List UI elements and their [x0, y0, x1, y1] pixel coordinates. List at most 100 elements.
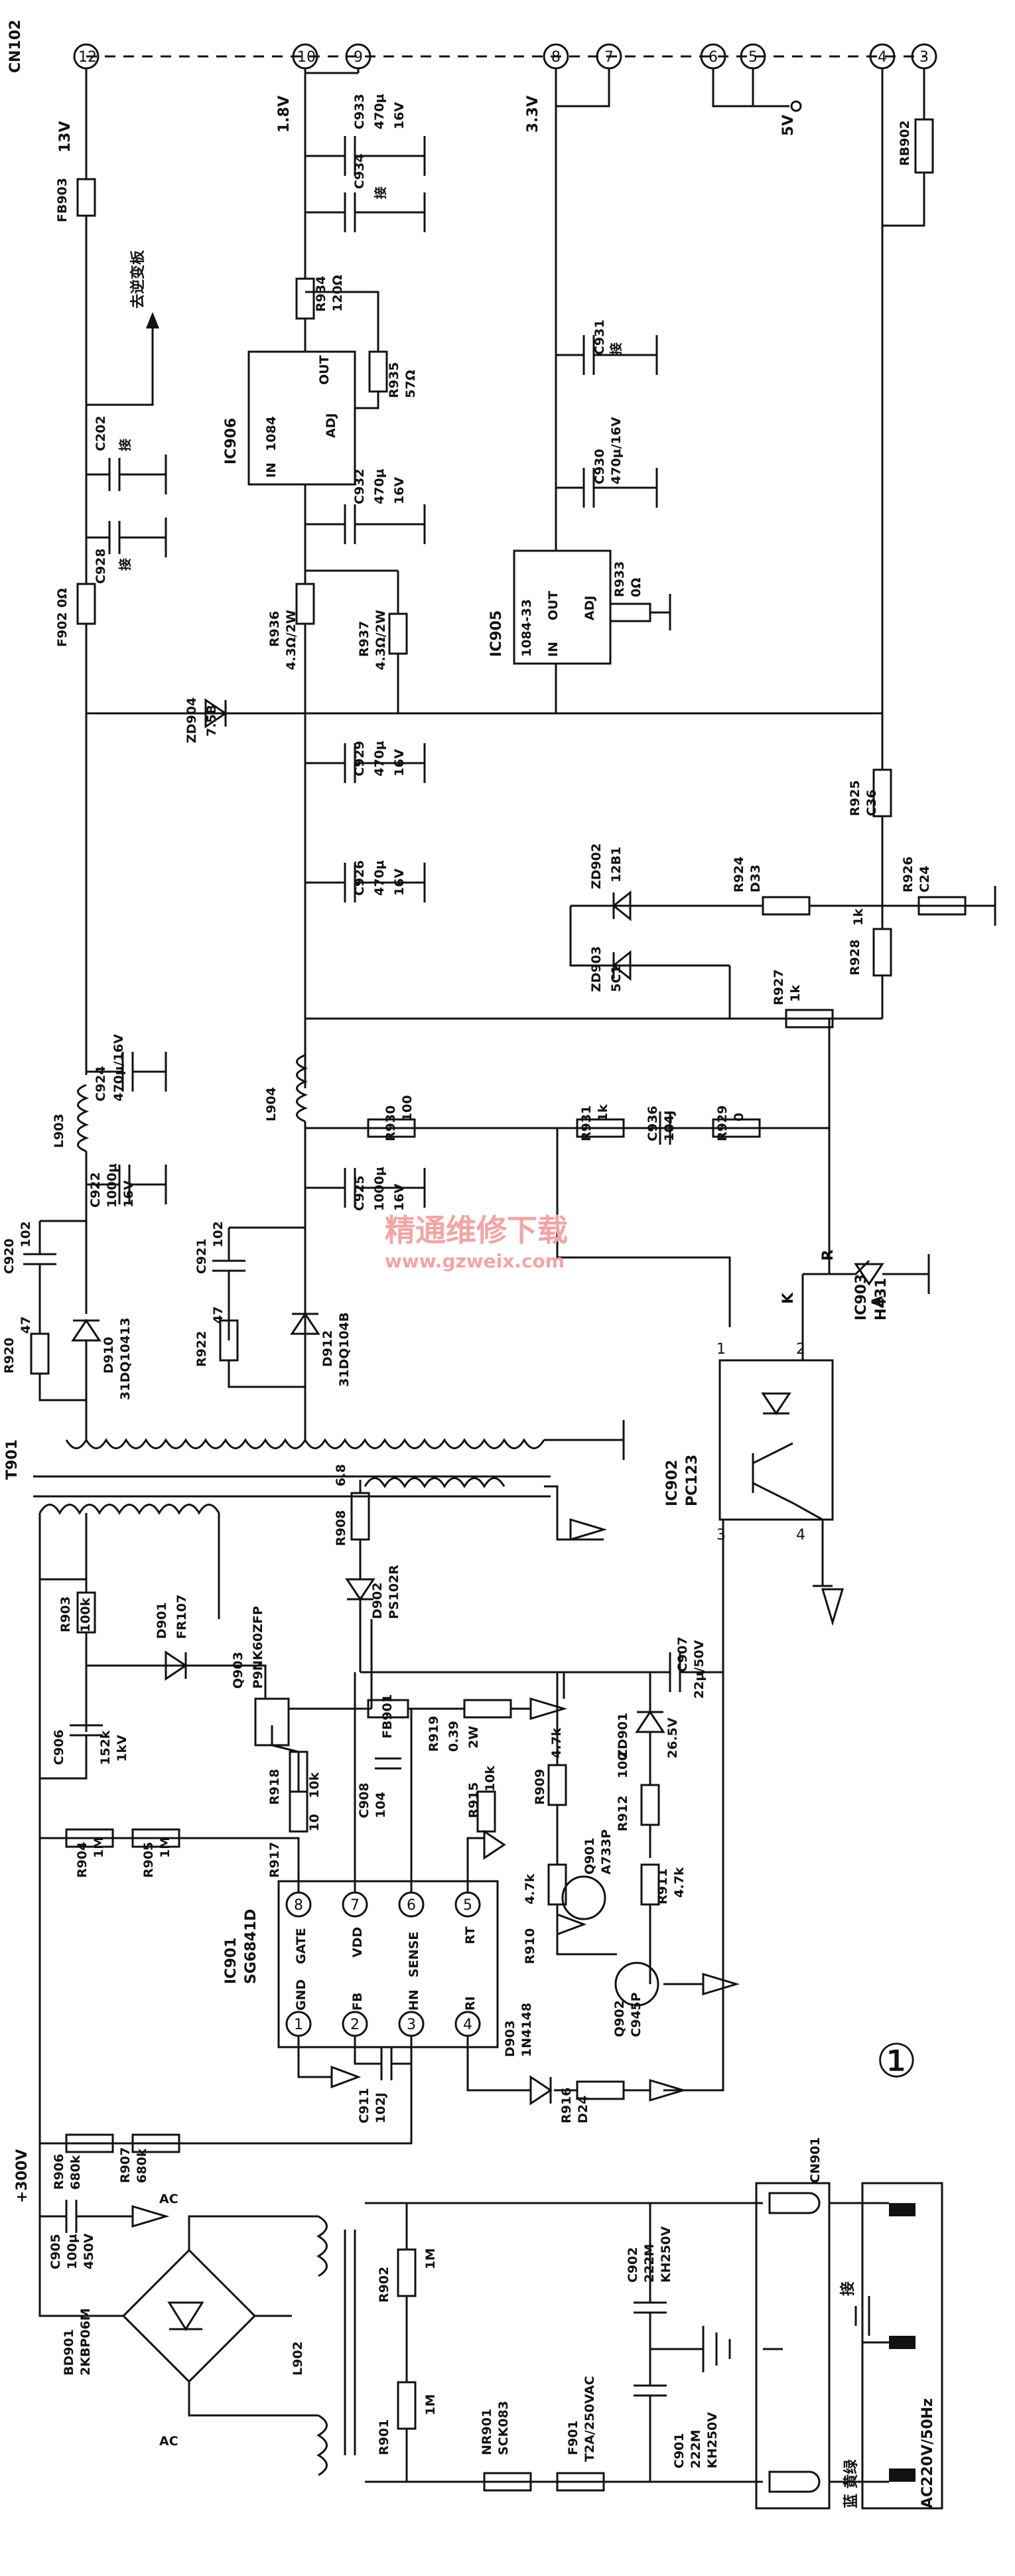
r918-value: 10k	[307, 1772, 322, 1798]
rail-13v: 13V	[57, 121, 74, 153]
c905-label: C905	[48, 2234, 63, 2269]
ic903-part: H431	[873, 1278, 890, 1321]
d902-label: D902	[370, 1583, 385, 1619]
c905-value: 100μ	[65, 2234, 80, 2269]
c922-value: 1000μ	[105, 1163, 119, 1208]
fb903-bead	[76, 178, 96, 217]
c202-label: C202	[94, 415, 108, 451]
r919-value: 0.39	[446, 1721, 461, 1752]
r935-resistor	[368, 350, 388, 393]
cn102-pin-9: 9	[354, 49, 363, 66]
c920-value: 102	[19, 1221, 33, 1248]
r910-label: R910	[523, 1928, 537, 1964]
c907-value: 22μ/50V	[692, 1640, 707, 1699]
c902-voltage: KH250V	[659, 2226, 673, 2283]
ic902-part: PC123	[684, 1455, 701, 1506]
c911-value: 102J	[373, 2092, 388, 2123]
bd901-bridge	[121, 2248, 257, 2384]
r924-label: R924	[732, 857, 746, 893]
r902-value: 1M	[423, 2248, 438, 2269]
c202-value: 接	[118, 439, 133, 451]
zd901-label: ZD901	[616, 1713, 630, 1758]
zd904-label: ZD904	[184, 697, 199, 743]
r929-value: 0	[732, 1113, 746, 1121]
ic902-ref: IC902	[664, 1460, 681, 1506]
watermark-cn: 精通维修下载	[385, 1212, 568, 1248]
r905-resistor	[131, 1828, 180, 1848]
r934-label: R934	[314, 276, 328, 312]
r930-value: 100	[400, 1095, 415, 1121]
mains-label: AC220V/50Hz	[919, 2398, 936, 2508]
r906-value: 680k	[68, 2155, 83, 2190]
r937-resistor	[388, 612, 408, 655]
q901-label: Q901	[582, 1837, 597, 1875]
cn901-connector	[755, 2182, 831, 2510]
c934-value: 接	[373, 186, 388, 199]
zd904-value: 7.5B	[204, 705, 219, 737]
rb902-label: RB902	[898, 120, 912, 166]
to-inverter-label: 去逆变板	[129, 250, 147, 309]
ic906-adj: ADJ	[324, 413, 338, 438]
c901-value: 222M	[689, 2429, 703, 2469]
ic901-pin-2: 2	[350, 2017, 360, 2033]
q901-transistor	[561, 1875, 606, 1920]
q902-value: C945P	[629, 1992, 643, 2037]
ic901-sense-label: SENSE	[407, 1932, 421, 1977]
r904-value: 1M	[92, 1837, 106, 1858]
r917-resistor	[289, 1790, 308, 1833]
zd902-zener	[612, 890, 632, 922]
cn102-pin-10: 10	[297, 49, 316, 66]
d901-value: FR107	[174, 1595, 189, 1639]
r919-power: 2W	[466, 1726, 481, 1749]
c920-label: C920	[2, 1238, 17, 1274]
zd903-zener	[612, 950, 632, 981]
r909-value: 4.7k	[549, 1727, 564, 1758]
r937-value: 4.3Ω/2W	[373, 610, 388, 670]
c924-label: C924	[94, 1066, 108, 1102]
bd901-label: BD901	[62, 2329, 76, 2376]
r908-value: 6.8	[334, 1464, 348, 1486]
r926-value: C24	[917, 866, 932, 893]
c901-label: C901	[672, 2433, 687, 2469]
d903-value: 1N4148	[519, 2003, 534, 2057]
r902-label: R902	[377, 2267, 391, 2303]
ic903-a-pin: A	[870, 1296, 886, 1307]
ic901-rt-label: RT	[463, 1926, 478, 1944]
d912-value: 31DQ104B	[337, 1312, 352, 1387]
ic906-in: IN	[264, 463, 279, 478]
ic901-pin-5: 5	[463, 1897, 472, 1914]
nr901-label: NR901	[480, 2409, 494, 2455]
d901-diode	[165, 1650, 188, 1681]
r925-label: R925	[848, 780, 862, 816]
r937-label: R937	[357, 621, 372, 657]
r905-value: 1M	[158, 1837, 172, 1858]
d912-diode	[290, 1312, 320, 1335]
ic901-vdd-label: VDD	[350, 1927, 365, 1958]
r928-resistor	[872, 928, 892, 977]
r915-label: R915	[466, 1782, 481, 1818]
c908-label: C908	[357, 1782, 372, 1818]
r930-label: R930	[383, 1106, 398, 1141]
earth-mark-label: 接	[840, 2281, 856, 2296]
cn901-label: CN901	[808, 2137, 823, 2183]
c936-label: C936	[645, 1106, 660, 1141]
d912-label: D912	[320, 1330, 335, 1367]
c933-voltage: 16V	[392, 102, 407, 129]
c926-label: C926	[352, 860, 367, 896]
r933-resistor	[609, 603, 651, 622]
c921-label: C921	[194, 1238, 209, 1274]
l902-inductor	[316, 2215, 328, 2277]
ic901-gnd-label: GND	[294, 1979, 308, 2011]
ic906-box	[247, 350, 356, 486]
c926-voltage: 16V	[392, 869, 407, 896]
c924-value: 470μ/16V	[111, 1034, 126, 1102]
c925-value: 1000μ	[372, 1167, 387, 1211]
ic901-pin-8: 8	[294, 1897, 303, 1914]
zd902-value: 12B1	[609, 847, 624, 883]
ic901-fb-label: FB	[350, 1993, 365, 2011]
t901-secondary-winding	[65, 1438, 545, 1449]
t901-primary-winding	[38, 1504, 220, 1515]
watermark-url: www.gzweix.com	[385, 1250, 565, 1272]
ic902-optocoupler	[718, 1359, 834, 1521]
r916-label: R916	[559, 2088, 574, 2123]
